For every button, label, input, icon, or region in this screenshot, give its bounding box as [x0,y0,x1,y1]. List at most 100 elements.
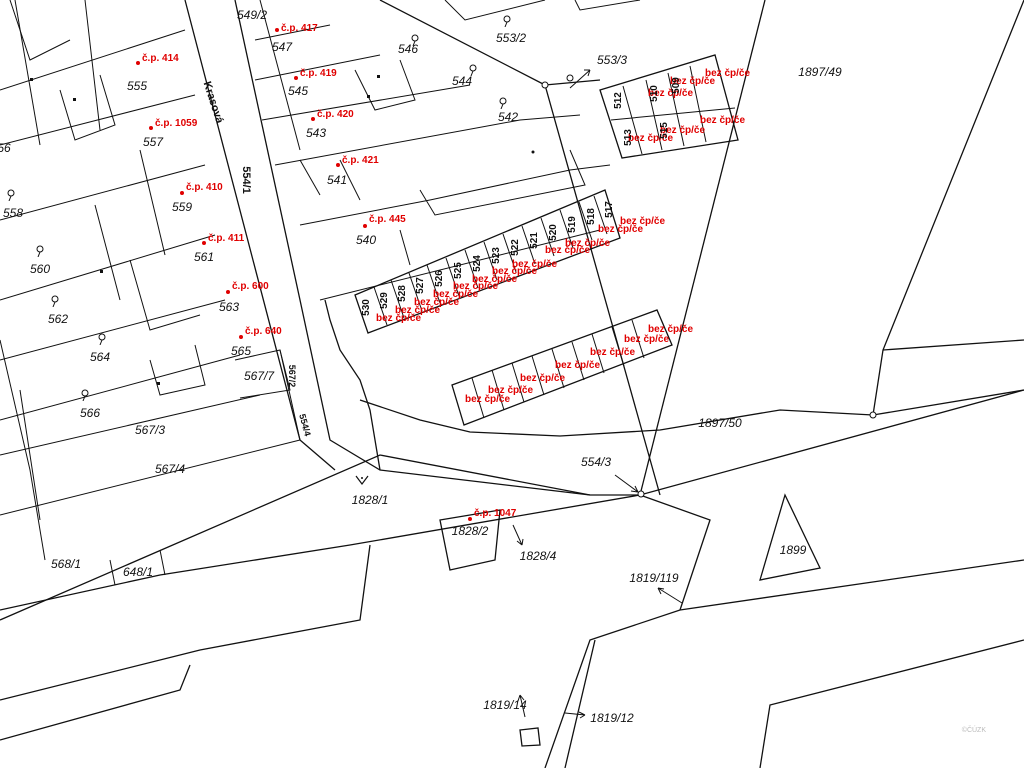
no-number-label: bez čp/če [453,281,499,292]
garage-unit-label: 518 [585,208,597,225]
tree-symbol-icon [80,388,90,402]
no-number-label: bez čp/če [512,259,558,270]
parcel-label: 560 [29,262,51,276]
parcel-label: 566 [79,406,101,420]
parcel-label: 1828/1 [351,493,389,507]
no-number-label: bez čp/če [670,76,716,87]
parcel-label: 562 [47,312,69,326]
garage-unit-label: 519 [566,216,578,233]
house-number: č.p. 410 [186,182,223,193]
parcel-label: 553/2 [495,31,527,45]
tree-symbol-icon [498,96,508,110]
no-number-label: bez čp/če [624,334,670,345]
house-number-dot [294,76,298,80]
parcel-label: 542 [497,110,519,124]
house-number: č.p. 600 [232,281,269,292]
no-number-label: bez čp/če [705,68,751,79]
house-number-dot [239,335,243,339]
garage-unit-label: 529 [378,292,390,309]
house-number: č.p. 420 [317,109,354,120]
parcel-label: 561 [193,250,215,264]
no-number-label: bez čp/če [648,324,694,335]
no-number-label: bez čp/če [700,115,746,126]
parcel-label: 56 [0,141,11,155]
parcel-label: 568/1 [50,557,82,571]
garage-unit-label: 520 [547,224,559,241]
house-number: č.p. 414 [142,53,179,64]
vertex-symbol [355,475,369,485]
tree-symbol-icon [468,63,478,77]
house-number-dot [202,241,206,245]
house-number: č.p. 445 [369,214,406,225]
parcel-label: 648/1 [122,565,154,579]
parcel-label: 549/2 [236,8,268,22]
no-number-label: bez čp/če [648,88,694,99]
parcel-label: 1819/14 [483,698,527,712]
garage-unit-label: 512 [612,92,624,109]
garage-unit-label: 510 [648,85,660,102]
no-number-label: bez čp/če [465,394,511,405]
garage-unit-label: 521 [528,232,540,249]
no-number-label: bez čp/če [628,133,674,144]
parcel-lines-right [254,0,641,301]
house-number: č.p. 1059 [155,118,198,129]
parcel-lines-left [0,0,301,586]
no-number-label: bez čp/če [620,216,666,227]
garage-unit-label: 526 [433,270,445,287]
parcel-label: 567/4 [154,462,186,476]
house-number-dot [136,61,140,65]
parcel-label: 558 [2,206,24,220]
tree-symbol-icon [35,244,45,258]
tree-symbol-icon [97,332,107,346]
no-number-label: bez čp/če [545,245,591,256]
parcel-label: 567/7 [243,369,275,383]
building-markers [30,75,535,385]
parcel-label: 554/1 [240,166,252,194]
parcel-label: 543 [305,126,327,140]
house-number-dot [311,117,315,121]
parcel-label: 540 [355,233,377,247]
parcel-label: 564 [89,350,111,364]
parcel-label: 567/2 [287,364,297,388]
garage-unit-label: 525 [452,262,464,279]
parcel-label: 1897/50 [698,416,742,430]
garage-unit-label: 527 [414,277,426,294]
garage-unit-label: 523 [490,247,502,264]
house-number-dot [336,163,340,167]
house-number-dot [180,191,184,195]
garage-row-a [354,189,621,334]
watermark: ©ČÚZK [961,727,986,734]
house-number: č.p. 421 [342,155,379,166]
tree-symbol-icon [502,14,512,28]
parcel-label: 1897/49 [798,65,842,79]
no-number-label: bez čp/če [492,266,538,277]
no-number-label: bez čp/če [520,373,566,384]
parcel-label: 544 [451,74,473,88]
parcel-label: 1828/4 [519,549,557,563]
parcel-label: 559 [171,200,193,214]
parcel-label: 563 [218,300,240,314]
no-number-label: bez čp/če [590,347,636,358]
house-number-dot [226,290,230,294]
tree-symbol-icon [50,294,60,308]
house-number: č.p. 417 [281,23,318,34]
parcel-label: 567/3 [134,423,166,437]
garage-unit-label: 515 [658,122,670,139]
no-number-label: bez čp/če [555,360,601,371]
parcel-label: 1819/119 [629,571,679,585]
parcel-label: 554/3 [580,455,612,469]
garage-unit-label: 509 [670,77,682,94]
house-number: č.p. 640 [245,326,282,337]
parcel-label: 565 [230,344,252,358]
tree-symbol-icon [6,188,16,202]
no-number-label: bez čp/če [565,238,611,249]
parcel-label: 555 [126,79,148,93]
parcel-label: 557 [142,135,164,149]
no-number-label: bez čp/če [433,289,479,300]
parcel-label: 553/3 [596,53,628,67]
garage-unit-label: 522 [509,239,521,256]
house-number: č.p. 1047 [474,508,517,519]
house-number-dot [468,517,472,521]
